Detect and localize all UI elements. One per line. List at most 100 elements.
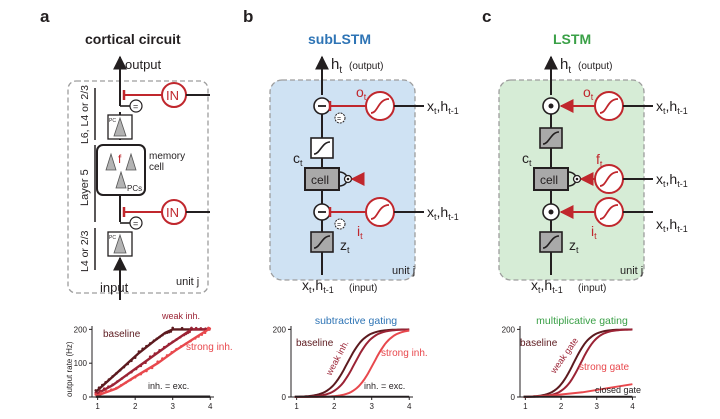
svg-text:ct: ct [522,150,532,168]
data-point [139,372,143,376]
data-point [130,370,133,374]
data-point [162,345,166,349]
unit-label-c: unit j [620,265,643,277]
data-point [111,383,114,386]
y-tick-label: 200 [273,325,287,334]
series-annotation: weak inh. [161,311,200,321]
memory-label-1: memory [149,151,185,162]
svg-text:(input): (input) [349,283,377,294]
svg-text:=: = [337,116,341,123]
data-point [145,369,148,373]
data-point [203,331,207,335]
unit-label-b: unit j [392,265,415,277]
data-point [94,393,98,396]
x-tick-label: 4 [630,402,635,411]
svg-text:cell: cell [311,173,329,187]
data-point [155,337,159,341]
data-point [199,327,203,330]
svg-text:ft: ft [596,151,603,169]
data-point [171,340,175,344]
svg-text:xt,ht-1: xt,ht-1 [302,277,334,295]
svg-text:xt,ht-1: xt,ht-1 [656,98,688,116]
data-point [107,385,110,388]
data-point [116,380,119,383]
data-point [178,335,182,339]
panel-a: a cortical circuit unit j output L6, L4 … [40,7,210,300]
series-annotation: baseline [520,338,558,349]
panel-a-letter: a [40,7,50,26]
unit-box-b [269,79,416,281]
i-gate-b [365,197,395,227]
data-point [148,342,152,345]
svg-text:it: it [357,223,363,241]
svg-text:f: f [360,171,364,187]
data-point [158,335,161,339]
pc-label-top: PC [109,118,116,124]
series-annotation: strong inh. [381,348,428,359]
layer-label-bot: L4 or 2/3 [79,230,91,272]
series-annotation: baseline [296,338,334,349]
data-point [115,386,118,390]
panel-b: b subLSTM unit j ht (output) = ot xt,ht-… [243,7,459,295]
data-point [208,327,212,330]
data-point [130,359,133,363]
data-point [148,355,152,358]
data-point [94,389,98,392]
data-point [188,330,191,334]
series-annotation: strong gate [579,362,629,373]
data-point [107,378,111,381]
x-tick-label: 2 [559,402,564,411]
series-annotation: inh. = exc. [364,381,405,391]
y-axis-label: output rate (Hz) [65,341,74,397]
data-point [194,326,198,330]
data-point [152,339,156,343]
data-point [161,357,164,360]
data-point [189,339,192,343]
series-annotation: inh. = exc. [148,381,189,391]
data-point [120,377,124,380]
data-point [97,386,101,390]
data-point [197,335,200,338]
o-gate-b [365,91,395,121]
data-point [200,333,204,336]
data-point [133,375,137,379]
data-point [109,388,113,391]
data-point [144,361,147,365]
data-point [153,352,157,355]
svg-text:zt: zt [569,237,579,255]
panel-c-title: LSTM [553,31,591,47]
chart-title: subtractive gating [315,315,397,327]
data-point [118,368,122,372]
data-point [124,381,128,384]
data-point [137,350,141,353]
svg-text:xt,ht-1: xt,ht-1 [531,277,563,295]
data-point [150,366,154,370]
data-point [126,362,129,366]
output-label-a: output [125,57,162,72]
svg-text:=: = [133,102,138,112]
data-point [133,356,137,359]
memory-f-label: f [118,152,122,166]
series-annotation: closed gate [595,385,641,395]
panel-a-title: cortical circuit [85,31,181,47]
series-annotation: strong inh. [186,342,233,353]
svg-text:xt,ht-1: xt,ht-1 [656,216,688,234]
data-point [165,354,169,357]
svg-text:(output): (output) [578,61,612,72]
svg-text:ot: ot [583,84,594,102]
data-point [104,389,108,393]
data-point [122,365,126,369]
data-point [180,326,184,330]
svg-text:cell: cell [540,173,558,187]
data-point [190,326,193,330]
svg-text:xt,ht-1: xt,ht-1 [656,171,688,189]
x-tick-label: 1 [95,402,100,411]
data-point [125,373,129,377]
x-tick-label: 3 [369,402,374,411]
data-point [170,350,174,354]
data-point [175,338,178,341]
panel-c-letter: c [482,7,491,26]
y-tick-label: 200 [502,325,516,334]
